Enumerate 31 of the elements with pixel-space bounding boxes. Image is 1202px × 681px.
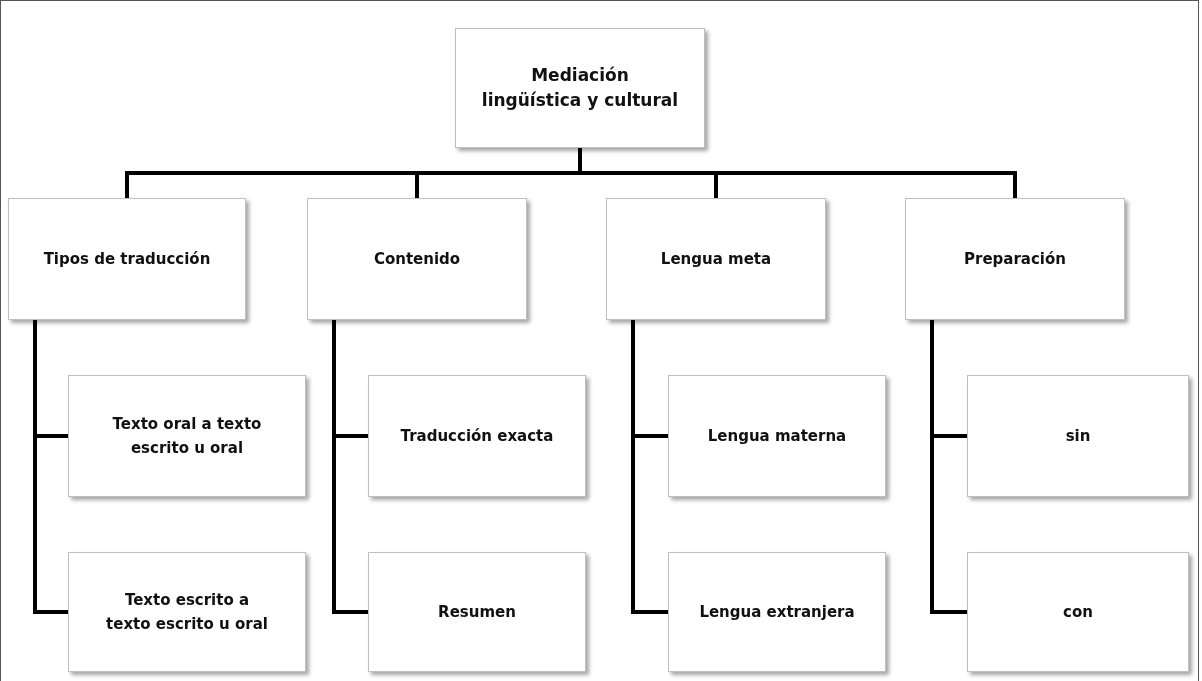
node-label: Contenido	[373, 249, 461, 270]
node-label: Lengua extranjera	[699, 602, 855, 623]
category-box	[967, 552, 1189, 672]
node-label: Lengua materna	[707, 426, 847, 447]
category-box	[905, 198, 1125, 320]
category-box	[668, 375, 886, 497]
connector-line	[578, 148, 1017, 198]
node-label: Texto oral a texto escrito u oral	[111, 414, 263, 459]
node-label: Resumen	[438, 602, 516, 623]
connector-line	[930, 320, 967, 614]
connector-line	[631, 320, 668, 614]
category-box	[368, 552, 586, 672]
node-label: con	[1063, 602, 1093, 623]
category-box	[68, 375, 306, 497]
node-label: Mediación lingüística y cultural	[480, 63, 680, 112]
category-box	[307, 198, 527, 320]
node-label: Lengua meta	[660, 249, 772, 270]
category-box	[68, 552, 306, 672]
node-label: Preparación	[964, 249, 1066, 270]
category-box	[368, 375, 586, 497]
root-box	[455, 28, 705, 148]
node-label: Traducción exacta	[400, 426, 554, 447]
node-label: sin	[1065, 426, 1091, 447]
category-box	[967, 375, 1189, 497]
category-box	[668, 552, 886, 672]
category-box	[8, 198, 246, 320]
node-label: Tipos de traducción	[43, 249, 211, 270]
connector-line	[332, 320, 368, 614]
connector-line	[33, 320, 68, 614]
category-box	[606, 198, 826, 320]
node-label: Texto escrito a texto escrito u oral	[105, 590, 269, 635]
